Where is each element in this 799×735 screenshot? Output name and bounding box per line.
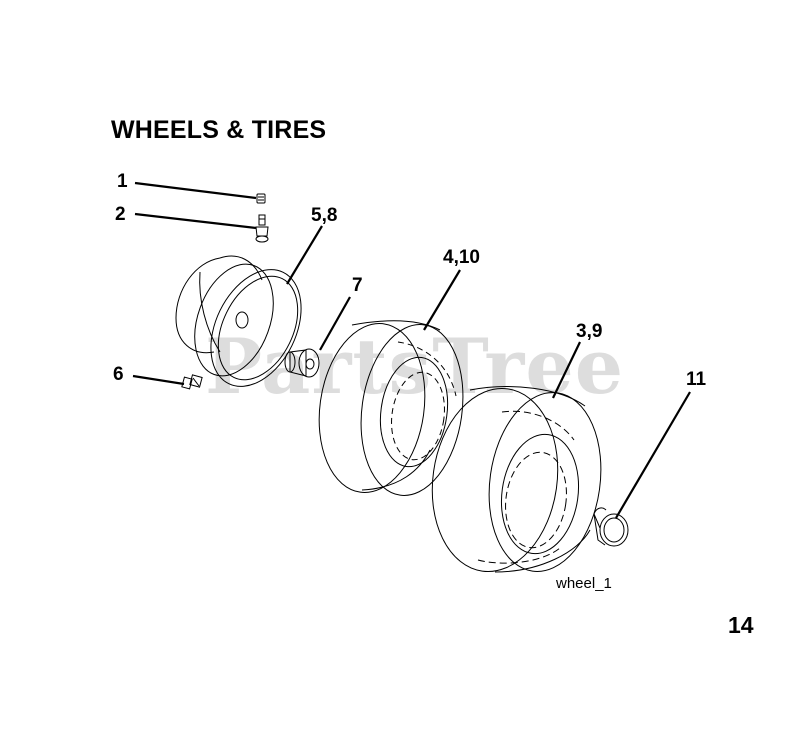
callout-label-4-10: 4,10 bbox=[443, 247, 480, 268]
grease-fitting-part bbox=[181, 374, 203, 390]
callout-label-5-8: 5,8 bbox=[311, 205, 338, 226]
leader-line-11 bbox=[615, 391, 691, 519]
page-title: WHEELS & TIRES bbox=[111, 116, 327, 144]
leader-line-6 bbox=[132, 374, 185, 386]
callout-label-2: 2 bbox=[115, 204, 126, 225]
valve-stem-part bbox=[255, 214, 269, 243]
leader-line-5-8 bbox=[286, 225, 323, 285]
leader-line-7 bbox=[319, 296, 351, 351]
rear-tire-part bbox=[431, 386, 602, 573]
callout-label-6: 6 bbox=[113, 364, 124, 385]
front-tire-part bbox=[318, 320, 464, 496]
leader-line-3-9 bbox=[552, 341, 581, 399]
bearing-cap-part bbox=[593, 507, 629, 547]
page-number: 14 bbox=[728, 612, 754, 638]
callout-label-3-9: 3,9 bbox=[576, 321, 603, 342]
wheel-rim-part bbox=[175, 255, 302, 387]
leader-line-1 bbox=[134, 181, 257, 200]
callout-label-1: 1 bbox=[117, 171, 128, 192]
bushing-part bbox=[284, 348, 320, 378]
figure-id: wheel_1 bbox=[556, 575, 612, 592]
callout-label-7: 7 bbox=[352, 275, 363, 296]
valve-cap-part bbox=[256, 193, 266, 204]
leader-line-4-10 bbox=[423, 269, 461, 331]
callout-label-11: 11 bbox=[686, 369, 707, 390]
leader-line-2 bbox=[134, 212, 257, 230]
